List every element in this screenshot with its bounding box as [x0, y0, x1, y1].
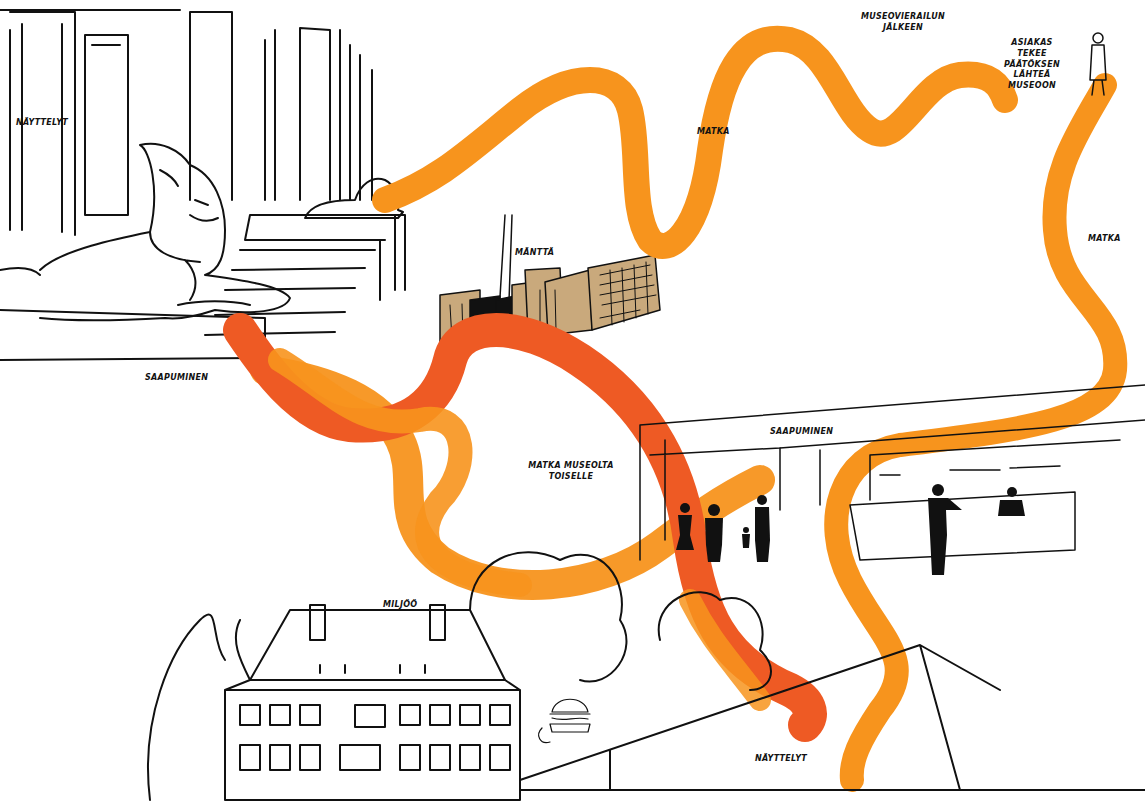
- illustration-label: MATKA: [1088, 234, 1138, 245]
- illustration-label: MATKA MUSEOLTA TOISELLE: [523, 461, 619, 483]
- illustration-label: NÄYTTELYT: [755, 754, 825, 765]
- illustration-label: MUSEOVIERAILUN JÄLKEEN: [855, 12, 951, 34]
- illustration-label: SAAPUMINEN: [770, 427, 850, 438]
- illustration-label: NÄYTTELYT: [16, 118, 86, 129]
- illustration-label: MÄNTTÄ: [515, 248, 565, 259]
- illustration-label: MILJÖÖ: [383, 600, 433, 611]
- illustration-label: SAAPUMINEN: [145, 373, 225, 384]
- illustration-label: MATKA: [697, 127, 747, 138]
- illustration-label: ASIAKAS TEKEE PÄÄTÖKSEN LÄHTEÄ MUSEOON: [1002, 38, 1062, 92]
